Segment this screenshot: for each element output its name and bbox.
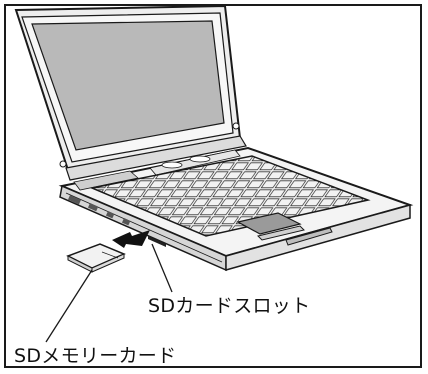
laptop-hinge	[59, 122, 247, 181]
keyboard	[89, 155, 371, 237]
touchpad	[236, 212, 305, 241]
status-bar	[73, 149, 241, 191]
insert-arrow	[112, 230, 150, 248]
slot-leader-line	[151, 243, 173, 293]
laptop-screen	[31, 20, 225, 151]
sd-slot	[148, 236, 166, 247]
card-leader-line	[45, 269, 93, 343]
sd-card	[66, 243, 126, 273]
sd-card-label: SDメモリーカード	[14, 345, 177, 367]
sd-slot-label: SDカードスロット	[148, 295, 311, 317]
